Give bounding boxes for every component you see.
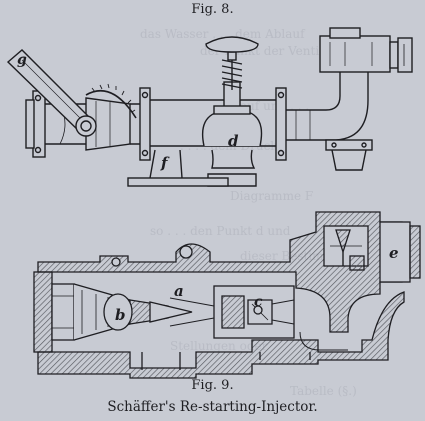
fig8-label-base: f: [160, 154, 170, 172]
svg-text:Stellungen oder: Stellungen oder: [170, 339, 268, 353]
fig9-label-outlet: b: [115, 306, 126, 324]
fig8-caption: Fig. 8.: [191, 2, 234, 17]
fig9-label-valve: c: [254, 294, 263, 310]
svg-text:so . . . den Punkt d und: so . . . den Punkt d und: [150, 224, 291, 238]
fig8-base: [127, 177, 229, 187]
svg-text:Tabelle (§.): Tabelle (§.): [290, 384, 357, 398]
fig8-knob: [205, 36, 259, 53]
fig9-caption: Fig. 9.: [191, 378, 234, 393]
fig9-label-inlet: e: [389, 244, 399, 262]
fig8-injector: [6, 27, 413, 187]
fig8-label-body: d: [228, 132, 239, 150]
plate-title: Schäffer's Re-starting-Injector.: [107, 399, 318, 415]
fig9-label-cone: a: [174, 282, 184, 300]
svg-text:das Wasser . . . dem Ablauf: das Wasser . . . dem Ablauf: [140, 27, 306, 41]
fig8-label-handle: g: [17, 52, 27, 68]
fig9-injector-section: [33, 211, 421, 379]
svg-text:Diagramme F: Diagramme F: [230, 189, 313, 203]
fig8-check-valve: [319, 35, 391, 73]
